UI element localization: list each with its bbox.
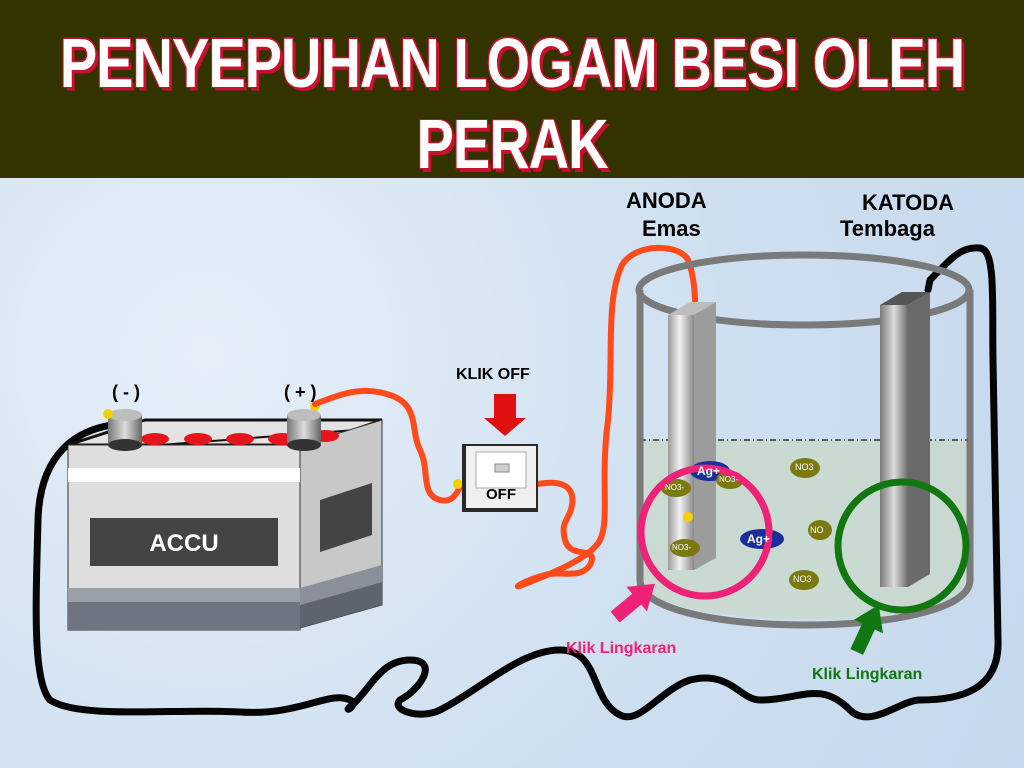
ion-no3-label: NO3 [793, 574, 812, 584]
anode-pointer-arrow [610, 583, 655, 623]
ion-no3-label: NO3- [665, 483, 685, 492]
ion-no3 [789, 570, 819, 590]
switch-instruction: KLIK OFF [456, 366, 530, 383]
anode-click-hint[interactable]: Klik Lingkaran [566, 640, 677, 657]
negative-terminal-label: ( - ) [112, 382, 140, 402]
ion-no3-label: NO3- [672, 543, 692, 552]
ion-no3-label: NO3 [795, 462, 814, 472]
anode-material: Emas [642, 216, 701, 241]
positive-wire [312, 387, 465, 504]
cathode-material: Tembaga [840, 216, 935, 241]
negative-terminal[interactable] [108, 409, 142, 451]
switch-wire [514, 244, 699, 590]
battery-label: ACCU [149, 530, 219, 557]
battery [67, 401, 383, 631]
ion-no3-label: NO [810, 525, 824, 535]
page-title: PENYEPUHAN LOGAM BESI OLEH PERAK [59, 23, 965, 183]
anode-click-circle[interactable] [637, 464, 773, 600]
cathode-pointer-arrow [850, 604, 884, 655]
ground-wire [32, 244, 1002, 721]
ion-no3 [790, 458, 820, 478]
cathode-label: KATODA [862, 190, 955, 215]
klik-off-arrow [484, 394, 526, 436]
switch-toggle[interactable] [494, 463, 510, 473]
header-bar: PENYEPUHAN LOGAM BESI OLEH PERAK [0, 0, 1024, 183]
cathode-rod[interactable] [880, 292, 930, 587]
ion-no3 [670, 539, 700, 557]
ion-ag [740, 529, 784, 549]
anode-rod[interactable] [668, 302, 716, 570]
battery-label-plate [90, 518, 278, 566]
electron-dot [683, 512, 693, 522]
positive-terminal-label: ( + ) [284, 382, 317, 402]
ion-ag-label: Ag+ [747, 532, 771, 546]
positive-terminal[interactable] [287, 409, 321, 451]
anode-label: ANODA [626, 188, 707, 213]
cathode-click-circle[interactable] [834, 478, 970, 614]
power-switch[interactable] [462, 444, 538, 512]
electron-dot [453, 479, 463, 489]
switch-state-label[interactable]: OFF [486, 486, 516, 503]
cathode-click-hint[interactable]: Klik Lingkaran [812, 666, 923, 683]
electron-dot [103, 409, 113, 419]
ion-no3-label: NO3- [719, 475, 739, 484]
ion-ag-label: Ag+ [697, 464, 721, 478]
ion-no3 [808, 520, 832, 540]
